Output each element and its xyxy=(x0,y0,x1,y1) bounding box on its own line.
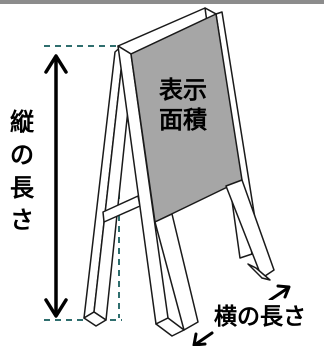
signboard-back-leg xyxy=(83,43,135,327)
display-area-label-line2: 面積 xyxy=(159,106,207,134)
width-label-bg xyxy=(212,300,316,330)
display-area-label-line1: 表示 xyxy=(159,76,207,104)
width-arrow-lower xyxy=(192,331,214,346)
height-label: 縦 の 長 さ xyxy=(6,104,42,234)
height-label-char-1: 縦 xyxy=(10,108,35,136)
height-label-char-3: 長 xyxy=(10,174,35,202)
height-label-char-2: の xyxy=(10,141,34,169)
signboard-front-legs xyxy=(154,179,275,337)
height-label-char-4: さ xyxy=(10,206,34,234)
width-label: 横の長さ xyxy=(214,304,306,330)
width-arrow-upper xyxy=(268,284,291,302)
height-arrow xyxy=(44,54,68,318)
top-border xyxy=(0,0,324,4)
